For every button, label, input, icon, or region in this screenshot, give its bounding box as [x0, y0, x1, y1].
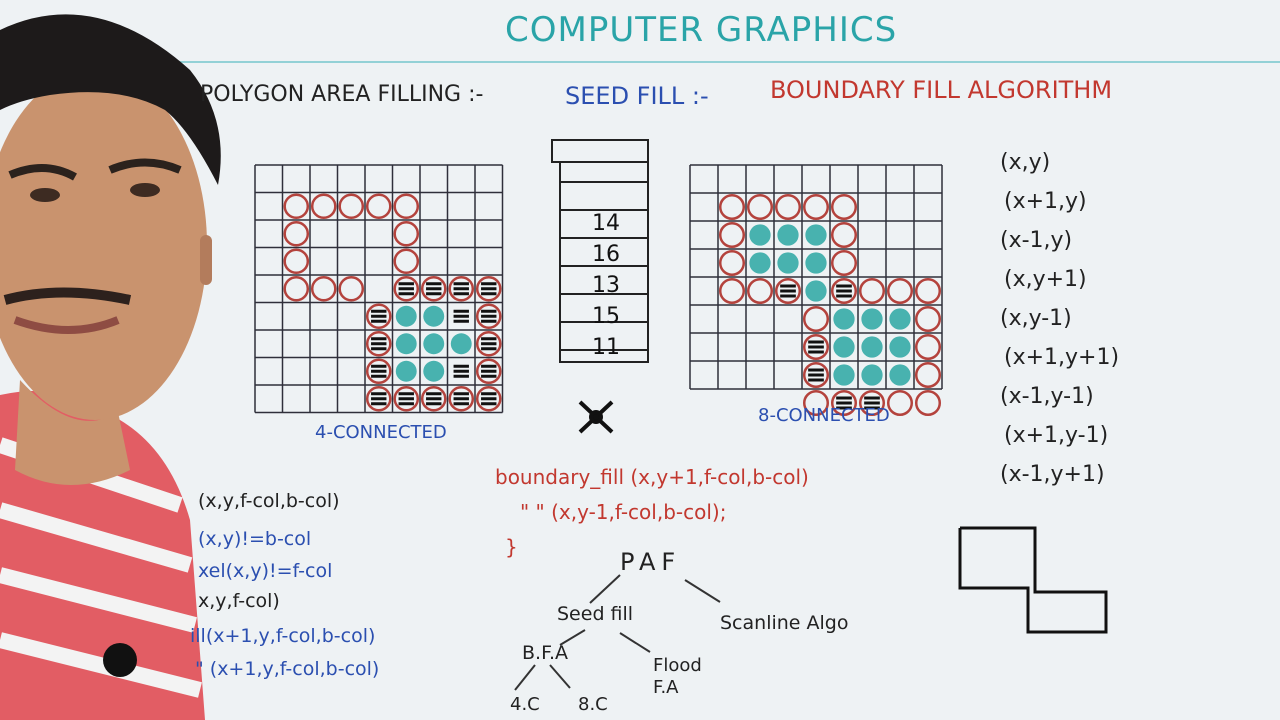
code-line-left: x,y,f-col) [198, 590, 280, 612]
cross-symbol [578, 400, 614, 434]
code-line-left: " (x+1,y,f-col,b-col) [195, 658, 380, 680]
tree-lines [514, 574, 721, 691]
tree-4c: 4.C [510, 694, 540, 715]
stack-value: 14 [592, 211, 620, 236]
tree-bfa: B.F.A [522, 642, 568, 664]
tree-flood: Flood F.A [653, 655, 702, 698]
stack-diagram: 14 16 13 15 11 [551, 139, 649, 363]
code-line-left: ill(x+1,y,f-col,b-col) [190, 625, 376, 647]
neighbor-coordinate: (x-1,y+1) [1000, 462, 1105, 487]
neighbor-coordinate: (x-1,y) [1000, 228, 1073, 253]
code-line-left: xel(x,y)!=f-col [198, 560, 333, 582]
topic-prefix: POLYGON AREA FILLING :- [200, 82, 484, 107]
neighbor-coordinate: (x+1,y+1) [1004, 345, 1120, 370]
stack-value: 11 [592, 335, 620, 360]
grid-right-label: 8-CONNECTED [758, 405, 890, 426]
neighbor-coordinate: (x,y-1) [1000, 306, 1072, 331]
tree-seed-fill: Seed fill [557, 603, 634, 625]
code-line-red: boundary_fill (x,y+1,f-col,b-col) [495, 465, 809, 489]
code-line-left: (x,y,f-col,b-col) [198, 490, 340, 512]
neighbor-coordinate: (x+1,y) [1004, 189, 1087, 214]
neighbor-coordinate: (x+1,y-1) [1004, 423, 1109, 448]
stack-value: 13 [592, 273, 620, 298]
code-line-red: " " (x,y-1,f-col,b-col); [520, 500, 727, 524]
presenter-figure [0, 14, 221, 720]
neighbor-coordinate: (x,y+1) [1004, 267, 1087, 292]
tree-root: PAF [620, 548, 682, 576]
grid-4-connected [254, 164, 504, 414]
code-line-left: (x,y)!=b-col [198, 528, 312, 550]
board-header: COMPUTER GRAPHICS [505, 10, 898, 50]
topic-main: BOUNDARY FILL ALGORITHM [770, 76, 1113, 104]
neighbor-coordinate: (x-1,y-1) [1000, 384, 1094, 409]
zigzag-polygon [958, 526, 1108, 634]
tree-scanline: Scanline Algo [720, 612, 849, 634]
topic-mid: SEED FILL :- [565, 82, 709, 110]
tree-8c: 8.C [578, 694, 608, 715]
grid-left-label: 4-CONNECTED [315, 422, 447, 443]
neighbor-coordinate: (x,y) [1000, 150, 1051, 175]
stack-value: 15 [592, 304, 620, 329]
stack-value: 16 [592, 242, 620, 267]
grid-8-connected [689, 164, 943, 417]
code-line-red: } [505, 535, 518, 559]
